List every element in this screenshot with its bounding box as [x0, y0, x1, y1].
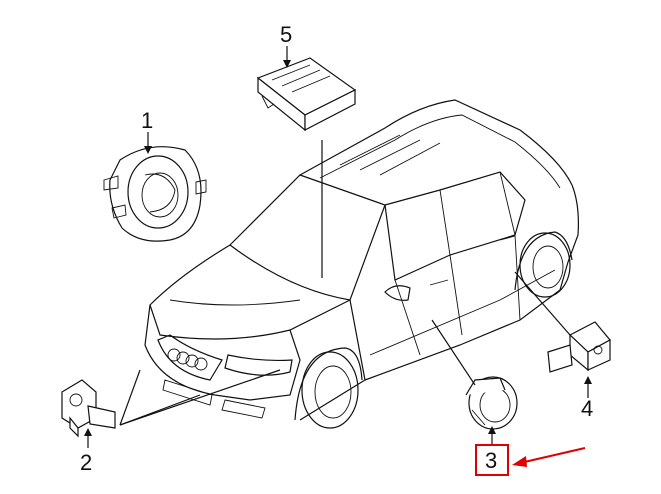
callout-3: 3 — [485, 448, 497, 473]
part-2-crash-sensor — [61, 379, 116, 438]
vehicle-outline — [144, 99, 579, 429]
callout-1: 1 — [141, 108, 153, 133]
callout-5: 5 — [280, 22, 292, 47]
rear-wheel — [514, 231, 573, 298]
part-1-clock-spring — [103, 146, 207, 242]
part-5-control-module — [256, 57, 357, 132]
part-4-side-sensor — [547, 321, 611, 373]
audi-rings — [167, 348, 208, 371]
front-wheel — [294, 347, 363, 429]
highlight-box — [475, 444, 509, 476]
red-arrow-icon — [512, 447, 586, 467]
part-3-sensor — [465, 376, 518, 430]
leader-lines — [84, 46, 592, 448]
callout-2: 2 — [80, 450, 92, 475]
callout-4: 4 — [581, 396, 593, 421]
